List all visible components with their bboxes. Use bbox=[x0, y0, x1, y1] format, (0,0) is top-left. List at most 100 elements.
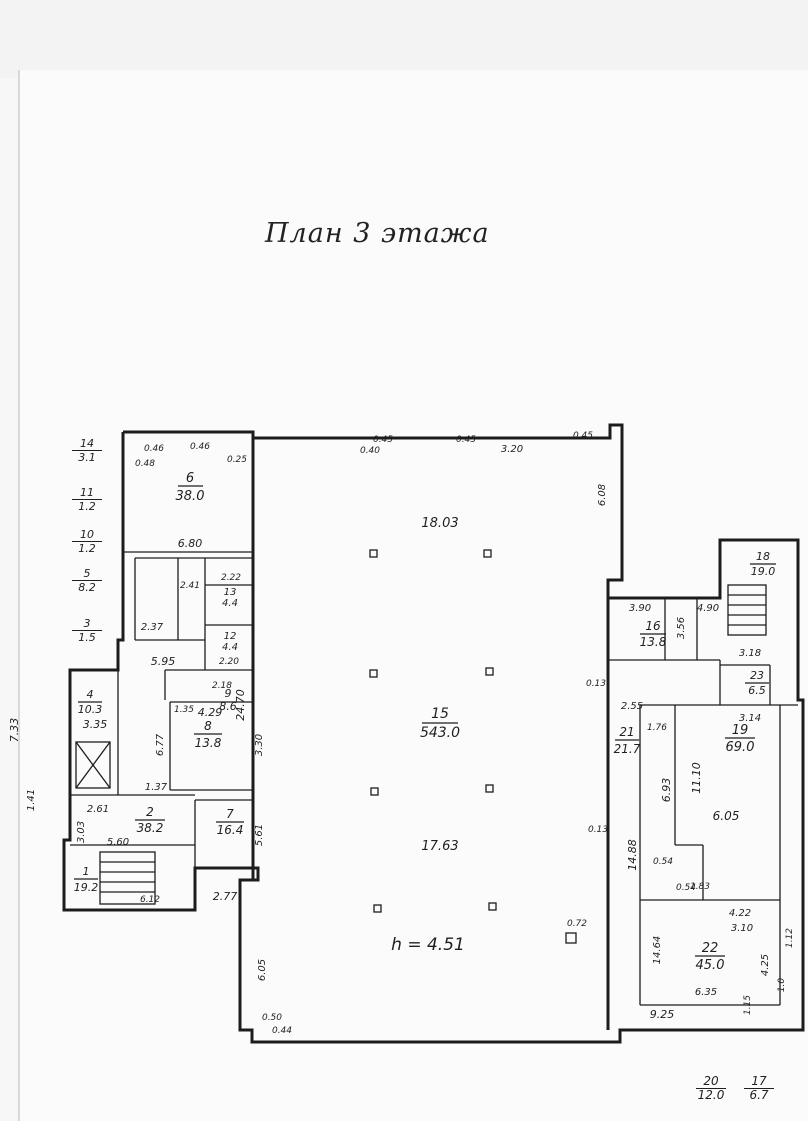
room-7-area: 16.4 bbox=[217, 823, 244, 837]
room-labels: 6 38.0 15 543.0 2 38.2 1 19.2 4 10.3 7 1… bbox=[74, 471, 776, 973]
svg-text:1.0: 1.0 bbox=[777, 978, 787, 993]
room-13-num: 13 bbox=[224, 587, 237, 598]
room-7-num: 7 bbox=[226, 807, 234, 821]
svg-text:7.33: 7.33 bbox=[8, 718, 21, 743]
svg-text:6.35: 6.35 bbox=[695, 987, 717, 998]
room-13-area: 4.4 bbox=[222, 598, 238, 609]
left-partitions bbox=[70, 551, 253, 905]
svg-text:3.10: 3.10 bbox=[731, 923, 753, 934]
room-15-area: 543.0 bbox=[420, 725, 460, 741]
svg-text:3.30: 3.30 bbox=[254, 734, 265, 756]
svg-text:1.76: 1.76 bbox=[647, 723, 667, 733]
room-19-num: 19 bbox=[732, 723, 749, 738]
svg-text:0.46: 0.46 bbox=[144, 444, 164, 454]
room-1-num: 1 bbox=[83, 865, 90, 878]
room-8-area: 13.8 bbox=[195, 736, 222, 750]
room-15-num: 15 bbox=[431, 706, 449, 722]
svg-text:24.70: 24.70 bbox=[234, 689, 247, 721]
svg-text:6.93: 6.93 bbox=[660, 778, 673, 803]
svg-text:0.44: 0.44 bbox=[272, 1026, 292, 1036]
svg-text:1.83: 1.83 bbox=[690, 882, 710, 892]
svg-text:6.05: 6.05 bbox=[257, 959, 268, 981]
svg-text:0.45: 0.45 bbox=[573, 431, 593, 441]
svg-text:3.18: 3.18 bbox=[739, 648, 761, 659]
svg-text:11.10: 11.10 bbox=[690, 762, 703, 794]
room-18-area: 19.0 bbox=[751, 565, 776, 578]
svg-text:6.77: 6.77 bbox=[155, 733, 166, 756]
svg-text:0.40: 0.40 bbox=[360, 446, 380, 456]
svg-text:3.56: 3.56 bbox=[676, 617, 687, 639]
svg-text:2.22: 2.22 bbox=[221, 573, 241, 583]
svg-text:4.25: 4.25 bbox=[760, 954, 771, 976]
svg-text:6.80: 6.80 bbox=[178, 537, 203, 550]
svg-text:2.41: 2.41 bbox=[180, 581, 200, 591]
svg-text:0.50: 0.50 bbox=[262, 1013, 282, 1023]
dimension-labels: 18.03 17.63 3.20 6.08 24.70 0.40 0.45 0.… bbox=[8, 431, 795, 1036]
room-21-area: 21.7 bbox=[614, 742, 641, 756]
room-16-area: 13.8 bbox=[640, 635, 667, 649]
room-18-num: 18 bbox=[756, 550, 770, 563]
ceiling-height-note: h = 4.51 bbox=[391, 935, 465, 955]
svg-text:0.54: 0.54 bbox=[653, 857, 673, 867]
svg-text:9.25: 9.25 bbox=[650, 1008, 675, 1021]
svg-text:0.72: 0.72 bbox=[567, 919, 587, 929]
svg-text:4.90: 4.90 bbox=[697, 603, 719, 614]
room-12-num: 12 bbox=[224, 631, 237, 642]
room-6-num: 6 bbox=[186, 471, 194, 486]
room-21-num: 21 bbox=[619, 725, 634, 739]
stair-left bbox=[99, 851, 156, 905]
svg-text:0.25: 0.25 bbox=[227, 455, 247, 465]
room-1-area: 19.2 bbox=[74, 881, 99, 894]
room-19-area: 69.0 bbox=[726, 740, 755, 755]
svg-text:1.15: 1.15 bbox=[743, 995, 753, 1015]
svg-text:1.37: 1.37 bbox=[145, 782, 168, 793]
svg-text:1.12: 1.12 bbox=[785, 928, 795, 948]
svg-text:3.35: 3.35 bbox=[83, 718, 108, 731]
svg-text:6.05: 6.05 bbox=[713, 809, 740, 823]
svg-text:1.35: 1.35 bbox=[174, 705, 194, 715]
room-23-area: 6.5 bbox=[748, 684, 766, 697]
room-4-area: 10.3 bbox=[78, 703, 103, 716]
stair-right bbox=[727, 584, 767, 636]
hall-columns bbox=[369, 549, 577, 944]
svg-text:2.61: 2.61 bbox=[87, 804, 109, 815]
svg-text:17.63: 17.63 bbox=[421, 839, 458, 854]
svg-text:3.03: 3.03 bbox=[76, 821, 87, 843]
svg-text:2.55: 2.55 bbox=[621, 701, 643, 712]
svg-text:2.20: 2.20 bbox=[219, 657, 239, 667]
svg-text:0.48: 0.48 bbox=[135, 459, 155, 469]
svg-text:3.20: 3.20 bbox=[501, 444, 523, 455]
svg-text:6.12: 6.12 bbox=[140, 895, 160, 905]
right-partitions bbox=[607, 584, 798, 1006]
room-4-num: 4 bbox=[87, 688, 94, 701]
svg-text:14.88: 14.88 bbox=[626, 839, 639, 871]
svg-text:0.13: 0.13 bbox=[588, 825, 608, 835]
room-2-area: 38.2 bbox=[137, 821, 164, 835]
svg-text:0.13: 0.13 bbox=[586, 679, 606, 689]
room-2-num: 2 bbox=[146, 805, 154, 819]
svg-text:14.64: 14.64 bbox=[652, 936, 663, 965]
svg-text:4.29: 4.29 bbox=[198, 706, 223, 719]
svg-text:3.14: 3.14 bbox=[739, 713, 761, 724]
room-8-num: 8 bbox=[204, 719, 212, 733]
svg-text:5.61: 5.61 bbox=[254, 824, 265, 846]
room-16-num: 16 bbox=[645, 619, 661, 633]
room-22-area: 45.0 bbox=[696, 958, 725, 973]
svg-text:3.90: 3.90 bbox=[629, 603, 651, 614]
svg-text:0.54: 0.54 bbox=[676, 883, 696, 893]
room-6-area: 38.0 bbox=[176, 489, 205, 504]
plan-title: План 3 этажа bbox=[265, 218, 490, 249]
svg-text:4.22: 4.22 bbox=[729, 908, 751, 919]
svg-text:0.46: 0.46 bbox=[190, 442, 210, 452]
svg-text:0.45: 0.45 bbox=[456, 435, 476, 445]
svg-text:5.95: 5.95 bbox=[151, 655, 176, 668]
room-9-area: 8.6 bbox=[219, 700, 237, 713]
